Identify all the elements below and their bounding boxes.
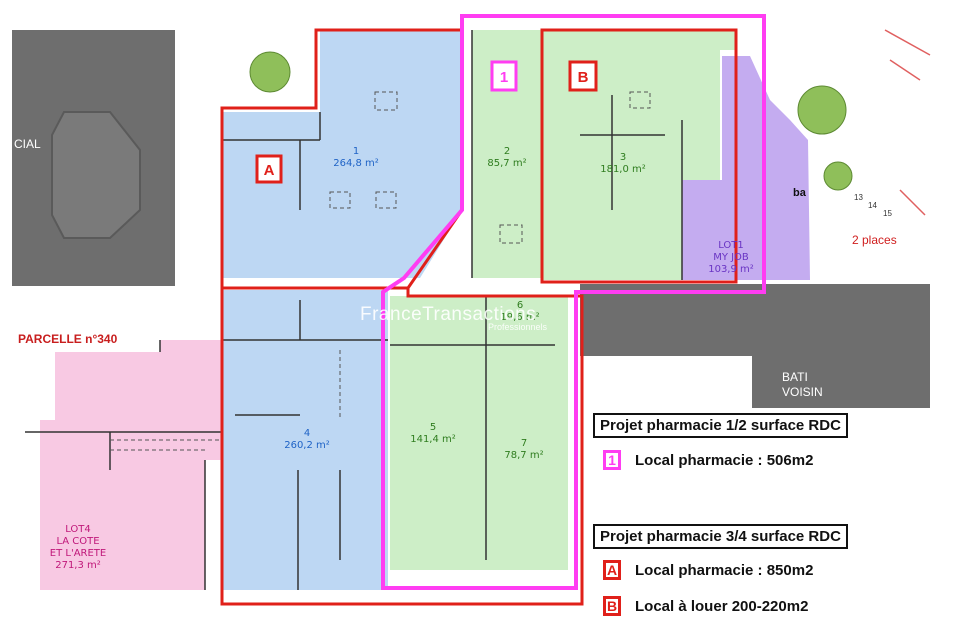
legend-item-b-text: Local à louer 200-220m2	[635, 597, 809, 615]
trees	[249, 51, 853, 191]
room-3-area-label: 181,0 m²	[600, 164, 646, 175]
dashed-lines	[110, 91, 651, 451]
legend-title-three-quarter: Projet pharmacie 3/4 surface RDC	[593, 524, 848, 549]
lot4-area-label: 271,3 m²	[55, 560, 101, 571]
lot1-area-label: 103,9 m²	[708, 264, 754, 275]
room-6-area-label: 19,6 m²	[500, 312, 539, 323]
marker-b-text: B	[578, 69, 589, 86]
room-1-area-label: 264,8 m²	[333, 158, 379, 169]
room-3-number: 3	[620, 152, 626, 163]
room-6-number: 6	[517, 300, 523, 311]
zone-b-outline	[540, 28, 738, 284]
legend-title-half: Projet pharmacie 1/2 surface RDC	[593, 413, 848, 438]
room-labels: 1 264,8 m² 2 85,7 m² 3 181,0 m² 4 260,2 …	[50, 146, 754, 571]
bati-voisin-line1: BATI	[782, 370, 808, 384]
places-label: 2 places	[852, 233, 897, 247]
watermark-brand: FranceTransactions	[360, 304, 537, 325]
neighbor-buildings	[12, 30, 930, 408]
parking-lines	[884, 29, 931, 216]
legend-marker-a: A	[603, 560, 621, 580]
lot4-line2: LA COTE	[56, 536, 99, 547]
room-2-number: 2	[504, 146, 510, 157]
legend-item-1: 1 Local pharmacie : 506m2	[603, 450, 813, 470]
zone-a-lower-outline	[220, 286, 584, 606]
marker-1-box	[490, 60, 518, 92]
parking-number-14: 14	[868, 201, 877, 210]
lot4-area	[40, 340, 222, 590]
room-1-number: 1	[353, 146, 359, 157]
room-5-number: 5	[430, 422, 436, 433]
room-4-area-label: 260,2 m²	[284, 440, 330, 451]
room-2-area-label: 85,7 m²	[487, 158, 526, 169]
legend-item-a: A Local pharmacie : 850m2	[603, 560, 813, 580]
legend-item-1-text: Local pharmacie : 506m2	[635, 451, 814, 469]
room-4-number: 4	[304, 428, 310, 439]
lot4-line1: LOT4	[65, 524, 91, 535]
legend-marker-1: 1	[603, 450, 621, 470]
marker-a-text: A	[264, 162, 275, 179]
room-5-area-label: 141,4 m²	[410, 434, 456, 445]
lot1-line2: MY JOB	[713, 252, 749, 263]
ba-label: ba	[793, 187, 807, 199]
cial-label: CIAL	[14, 137, 41, 151]
lot1-area	[682, 56, 810, 280]
lot1-line1: LOT1	[718, 240, 744, 251]
marker-b-box	[568, 60, 598, 92]
parking-number-15: 15	[883, 209, 892, 218]
lot4-line3: ET L'ARETE	[50, 548, 106, 559]
parcelle-label: PARCELLE n°340	[18, 332, 118, 346]
parking-number-13: 13	[854, 193, 863, 202]
marker-a-box	[255, 154, 283, 184]
legend-marker-b: B	[603, 596, 621, 616]
room-7-area-label: 78,7 m²	[504, 450, 543, 461]
marker-1-text: 1	[500, 69, 508, 86]
zone-1-outline	[381, 14, 766, 590]
bati-voisin-line2: VOISIN	[782, 385, 823, 399]
room-3-area	[542, 30, 735, 280]
legend-item-b: B Local à louer 200-220m2	[603, 596, 808, 616]
watermark-sub: Professionnels	[488, 322, 548, 332]
room-4-area	[222, 290, 388, 590]
room-1-area	[222, 30, 462, 278]
plan-annotations: CIAL PARCELLE n°340 BATI VOISIN 2 places…	[14, 137, 897, 399]
legend-item-a-text: Local pharmacie : 850m2	[635, 561, 814, 579]
room-5-6-7-area	[390, 296, 568, 570]
room-7-number: 7	[521, 438, 527, 449]
room-fills	[40, 30, 810, 590]
zone-markers: 1 A B	[255, 60, 598, 184]
